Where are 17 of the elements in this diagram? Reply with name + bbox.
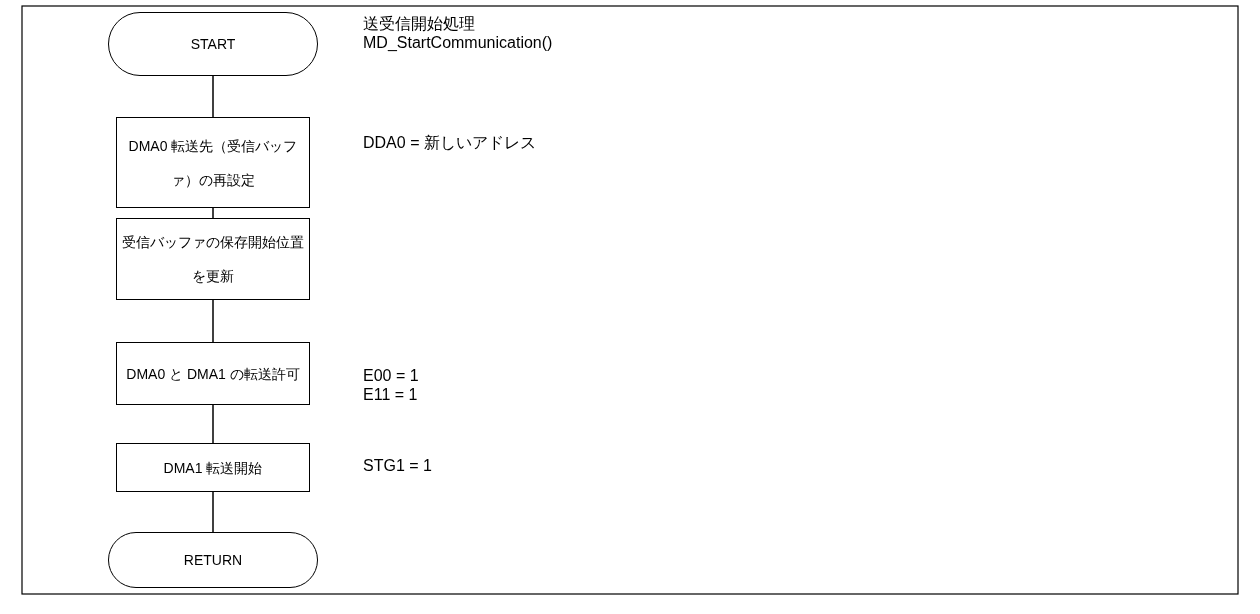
process-box: DMA1 転送開始 — [116, 443, 310, 492]
annotation-text: MD_StartCommunication() — [363, 33, 553, 53]
process-box: DMA0 と DMA1 の転送許可 — [116, 342, 310, 405]
connector-line — [212, 207, 214, 219]
annotation-text: E11 = 1 — [363, 385, 418, 405]
connector-line — [212, 404, 214, 444]
process-box: DMA0 転送先（受信バッファ）の再設定 — [116, 117, 310, 208]
terminal-shape: START — [108, 12, 318, 76]
annotation-text: STG1 = 1 — [363, 456, 432, 476]
process-box: 受信バッファの保存開始位置を更新 — [116, 218, 310, 300]
terminal-shape: RETURN — [108, 532, 318, 588]
connector-line — [212, 491, 214, 533]
annotation-text: 送受信開始処理 — [363, 14, 475, 34]
annotation-text: DDA0 = 新しいアドレス — [363, 133, 536, 153]
annotation-text: E00 = 1 — [363, 366, 419, 386]
connector-line — [212, 75, 214, 118]
connector-line — [212, 299, 214, 343]
